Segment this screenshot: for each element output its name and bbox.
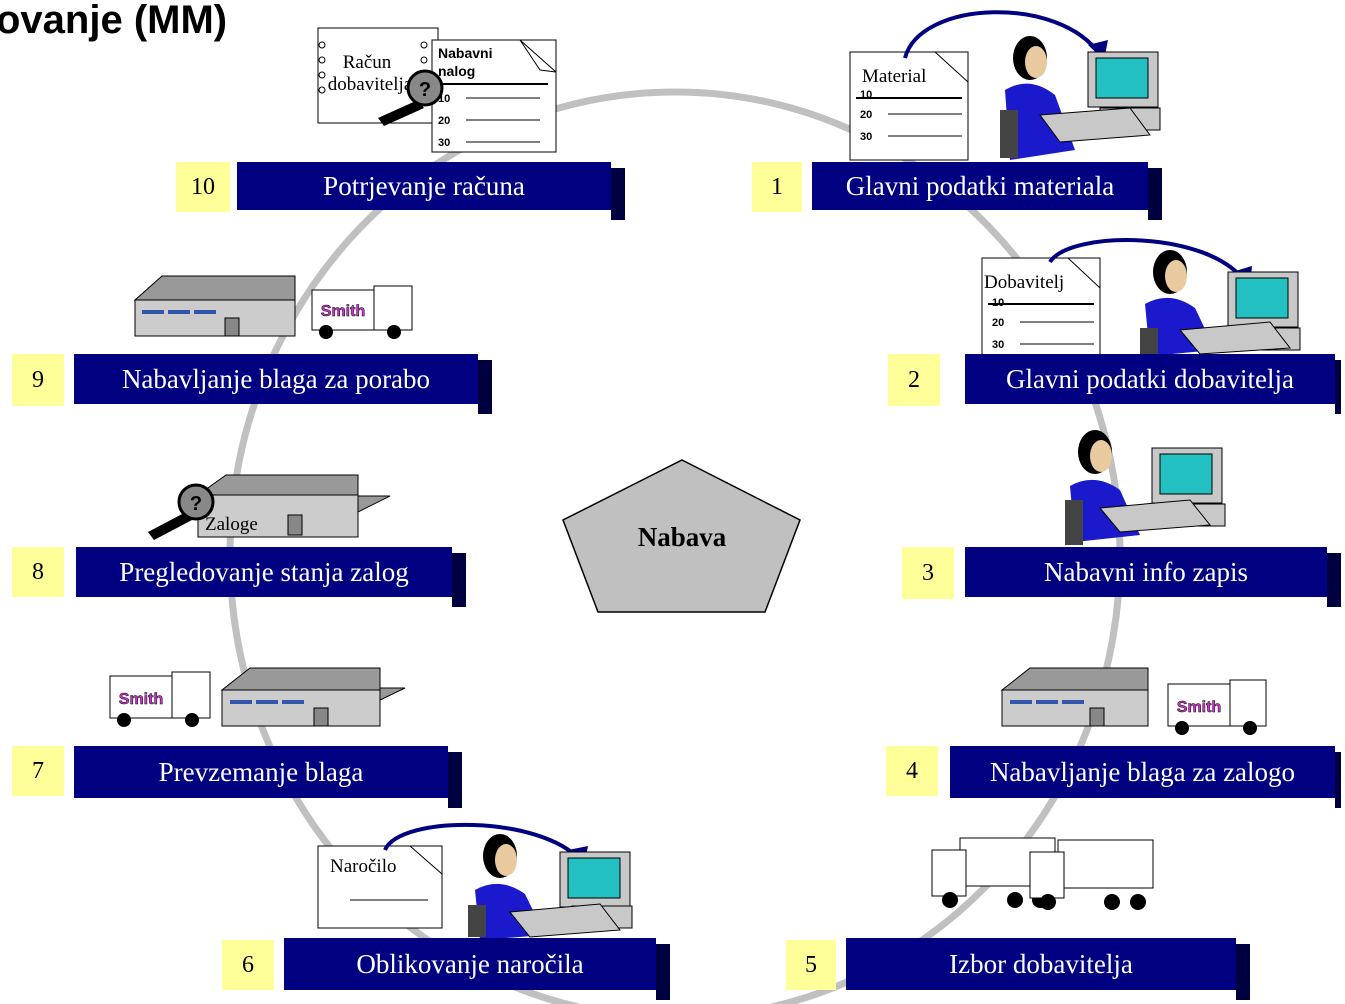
step-number-8: 8	[12, 547, 64, 597]
center-pentagon	[562, 459, 801, 613]
svg-text:Nabavni: Nabavni	[438, 45, 492, 61]
stock-illustration: Zaloge ?	[148, 474, 391, 540]
svg-text:20: 20	[992, 317, 1004, 329]
svg-text:20: 20	[860, 109, 872, 121]
step-number-7: 7	[12, 746, 64, 796]
info-record-illustration	[1065, 430, 1226, 545]
svg-text:Smith: Smith	[321, 303, 365, 320]
step-bar-2: Glavni podatki dobavitelja	[965, 354, 1341, 414]
trucks-illustration	[931, 837, 1154, 910]
step-number-2: 2	[888, 354, 940, 406]
center-label: Nabava	[638, 522, 727, 552]
svg-text:10: 10	[992, 297, 1004, 309]
material-illustration: Material 10 20 30	[849, 10, 1161, 161]
step-bar-4: Nabavljanje blaga za zalogo	[950, 746, 1341, 808]
svg-text:?: ?	[419, 79, 431, 101]
svg-text:30: 30	[438, 137, 450, 149]
step-bar-8: Pregledovanje stanja zalog	[76, 547, 466, 607]
step-bar-7: Prevzemanje blaga	[74, 746, 462, 808]
step-number-1: 1	[752, 162, 802, 212]
svg-text:Material: Material	[862, 66, 926, 87]
step-number-3: 3	[902, 547, 954, 599]
svg-text:dobavitelja: dobavitelja	[328, 74, 413, 95]
step-bar-6: Oblikovanje naročila	[284, 938, 670, 1000]
svg-text:Dobavitelj: Dobavitelj	[984, 272, 1064, 293]
step-number-6: 6	[222, 940, 274, 990]
step-bar-9: Nabavljanje blaga za porabo	[74, 354, 492, 414]
order-illustration: Naročilo	[317, 822, 633, 940]
svg-text:10: 10	[860, 89, 872, 101]
svg-text:Smith: Smith	[1177, 699, 1221, 716]
invoice-illustration: Račun dobavitelja Nabavni nalog 10 20 30…	[317, 27, 557, 153]
step-number-10: 10	[176, 162, 230, 212]
page-title: ovanje (MM)	[0, 0, 228, 42]
step-bar-3: Nabavni info zapis	[965, 547, 1341, 607]
svg-text:?: ?	[190, 493, 202, 515]
svg-text:Naročilo: Naročilo	[330, 856, 396, 877]
svg-text:nalog: nalog	[438, 63, 475, 79]
svg-text:30: 30	[860, 131, 872, 143]
svg-text:Zaloge: Zaloge	[205, 514, 258, 535]
svg-text:Smith: Smith	[119, 691, 163, 708]
svg-text:30: 30	[992, 339, 1004, 351]
step-bar-1: Glavni podatki materiala	[812, 162, 1162, 220]
vendor-illustration: Dobavitelj 10 20 30	[981, 238, 1301, 359]
warehouse-truck-illustration-7: Smith	[109, 667, 406, 727]
step-number-4: 4	[886, 746, 938, 796]
step-bar-5: Izbor dobavitelja	[846, 938, 1250, 1000]
warehouse-truck-illustration-9: Smith	[133, 275, 413, 339]
step-number-5: 5	[786, 940, 836, 990]
svg-text:20: 20	[438, 115, 450, 127]
warehouse-truck-illustration-4: Smith	[1000, 667, 1267, 735]
step-number-9: 9	[12, 354, 64, 406]
svg-text:Račun: Račun	[343, 52, 392, 73]
step-bar-10: Potrjevanje računa	[237, 162, 625, 220]
